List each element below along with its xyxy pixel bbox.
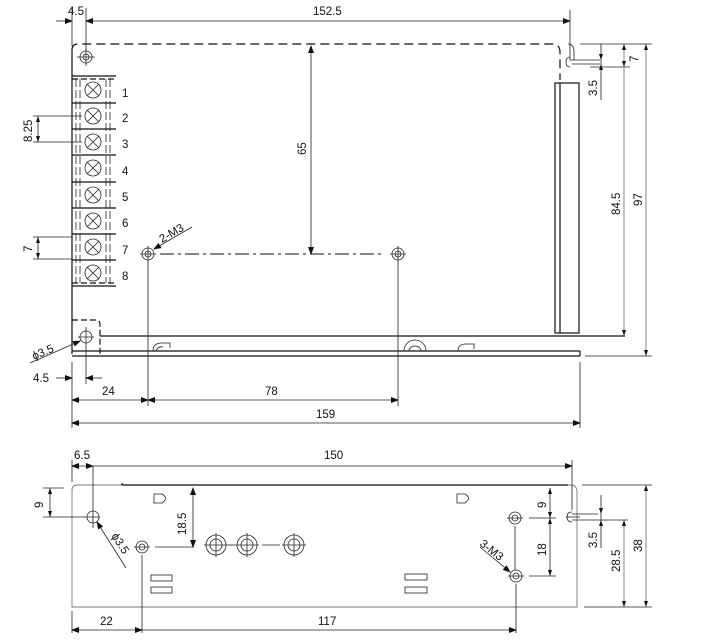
terminal-screw-icon [84, 107, 102, 125]
dim-38: 38 [633, 539, 645, 552]
screw-hole-icon [134, 540, 150, 633]
vent-slot [404, 586, 428, 594]
mount-hole-icon [78, 327, 94, 384]
terminal-screw-icon [84, 212, 102, 230]
dim-4-5-bottom: 4.5 [33, 373, 49, 385]
dim-152-5: 152.5 [313, 6, 342, 18]
dim-8-25: 8.25 [23, 120, 35, 142]
mount-hole-icon [84, 466, 100, 528]
dim-18: 18 [537, 543, 549, 556]
tab-icon [153, 493, 166, 504]
terminal-screw-icon [84, 81, 102, 99]
dim-78: 78 [265, 386, 278, 398]
dim-22: 22 [100, 616, 113, 628]
terminal-block: 1 2 3 4 5 6 7 8 [72, 75, 129, 287]
terminal-label: 4 [122, 166, 129, 178]
large-hole-icon [282, 533, 306, 557]
dim-117: 117 [318, 616, 336, 628]
screw-hole-icon [507, 511, 523, 570]
dim-24: 24 [102, 386, 115, 398]
terminal-screw-icon [84, 186, 102, 204]
large-hole-icon [204, 533, 228, 557]
terminal-label: 6 [122, 218, 128, 230]
dim-7-terminal: 7 [23, 246, 35, 252]
dim-3-5-side: 3.5 [588, 532, 600, 548]
vent-slot [150, 574, 173, 582]
dim-18-5: 18.5 [177, 513, 189, 535]
tab-icon [456, 493, 469, 504]
terminal-label: 7 [122, 245, 128, 257]
dimple-icon [403, 339, 427, 352]
terminal-screw-icon [84, 264, 102, 282]
slot-icon [565, 56, 571, 68]
hook-icon [152, 342, 171, 352]
terminal-label: 1 [122, 88, 128, 100]
screw-hole-icon [140, 246, 156, 406]
terminal-screw-icon [84, 159, 102, 177]
dim-150: 150 [324, 450, 343, 462]
large-hole-icon [235, 533, 259, 557]
side-view: ϕ3.5 18.5 3-M3 9 [34, 450, 652, 633]
dim-9-right: 9 [537, 502, 549, 508]
top-view: 1 2 3 4 5 6 7 8 [23, 6, 652, 428]
screw-hole-icon [508, 569, 524, 633]
mount-hole-icon [77, 48, 95, 66]
top-outline-dashed [71, 43, 561, 80]
dim-159: 159 [316, 409, 335, 421]
terminal-screw-icon [84, 133, 102, 151]
terminal-label: 5 [122, 192, 128, 204]
vent-slot [404, 573, 428, 581]
side-rail [554, 82, 580, 334]
dim-97: 97 [633, 193, 645, 206]
callout-3-m3: 3-M3 [477, 538, 505, 564]
dim-side-hole-diameter: ϕ3.5 [108, 531, 130, 556]
dim-28-5: 28.5 [611, 550, 623, 572]
dim-4-5-top: 4.5 [68, 6, 84, 18]
terminal-label: 8 [122, 271, 128, 283]
hook-icon [457, 343, 475, 352]
vent-slot [150, 586, 173, 594]
terminal-label: 3 [122, 139, 128, 151]
dim-84-5: 84.5 [611, 193, 623, 215]
dim-7-right: 7 [629, 56, 641, 62]
terminal-label: 2 [122, 113, 128, 125]
callout-2-m3: 2-M3 [158, 222, 187, 245]
dim-hole-diameter: ϕ3.5 [30, 343, 55, 363]
dim-3-5-slot: 3.5 [588, 80, 600, 96]
dim-6-5: 6.5 [74, 450, 90, 462]
side-outline [71, 484, 578, 608]
dim-9-left: 9 [34, 502, 46, 508]
dim-65: 65 [297, 142, 309, 155]
terminal-screw-icon [84, 238, 102, 256]
screw-hole-icon [390, 246, 406, 406]
